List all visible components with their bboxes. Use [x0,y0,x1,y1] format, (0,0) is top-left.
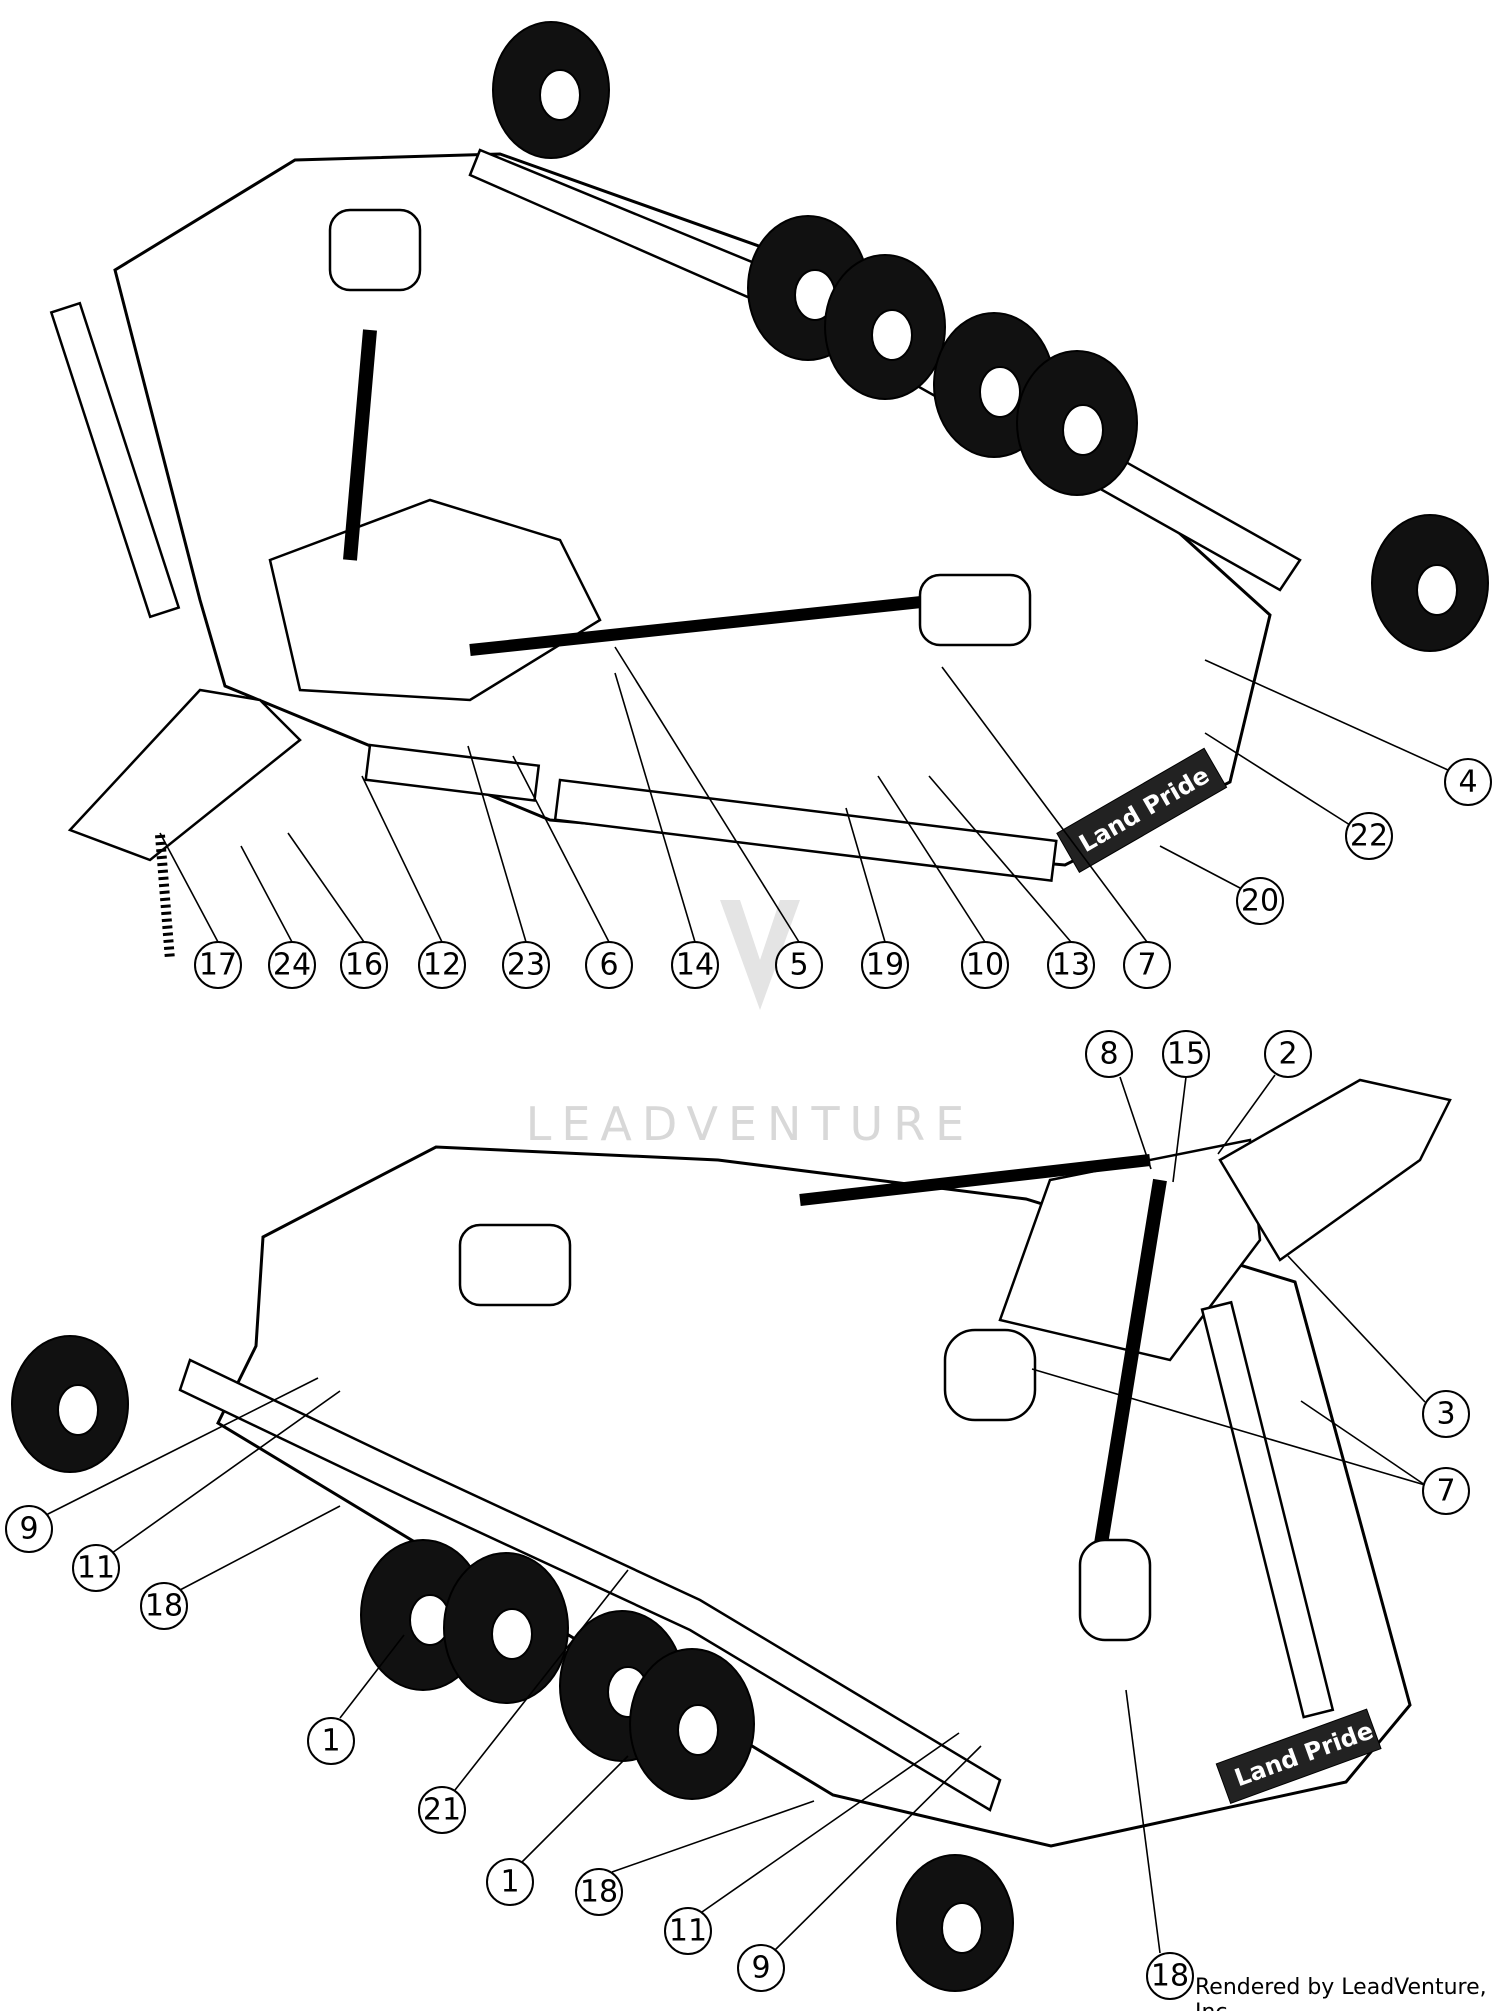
svg-text:24: 24 [273,948,311,983]
svg-text:12: 12 [423,948,461,983]
callout-20: 20 [1236,877,1284,925]
callout-11: 11 [72,1544,120,1592]
top-wheels [492,21,1489,652]
callout-21: 21 [418,1786,466,1834]
svg-text:LEADVENTURE: LEADVENTURE [526,1097,975,1151]
svg-text:9: 9 [751,1951,770,1986]
svg-text:15: 15 [1167,1037,1205,1072]
callout-9: 9 [5,1505,53,1553]
top-hitch [67,688,302,862]
bottom-frame-rail [178,1358,1002,1812]
svg-text:19: 19 [866,948,904,983]
bottom-center-gearbox-housing [998,1138,1262,1362]
callout-8: 8 [1085,1030,1133,1078]
top-mower-view: Land Pride [49,21,1489,961]
svg-text:21: 21 [423,1793,461,1828]
credit-text: Rendered by LeadVenture, Inc. [1195,1975,1487,2011]
svg-text:18: 18 [580,1875,618,1910]
bottom-mower-view: Land Pride [11,1078,1452,1992]
callouts-bottom: 8 15 2 3 7 9 11 18 1 21 1 18 11 9 18 [5,1030,1470,2000]
bottom-gearbox-right [1078,1538,1152,1642]
bottom-side-skirt [1200,1300,1335,1719]
callout-17: 17 [194,941,242,989]
bottom-wheels [11,1335,1014,1992]
svg-text:20: 20 [1241,884,1279,919]
top-gearbox-left [328,208,422,292]
callout-7: 7 [1422,1467,1470,1515]
svg-text:7: 7 [1137,948,1156,983]
bottom-hitch [1218,1078,1452,1262]
svg-text:16: 16 [345,948,383,983]
svg-text:9: 9 [19,1512,38,1547]
svg-text:11: 11 [77,1551,115,1586]
top-side-skirt [49,301,181,619]
callout-12: 12 [418,941,466,989]
svg-text:1: 1 [321,1724,340,1759]
callout-18: 18 [1146,1952,1194,2000]
top-gearbox-right [918,573,1032,647]
callout-19: 19 [861,941,909,989]
callout-15: 15 [1162,1030,1210,1078]
svg-text:13: 13 [1052,948,1090,983]
callout-5: 5 [775,941,823,989]
svg-text:18: 18 [1151,1959,1189,1994]
callout-2: 2 [1264,1030,1312,1078]
callout-10: 10 [961,941,1009,989]
svg-text:2: 2 [1278,1037,1297,1072]
svg-text:22: 22 [1350,819,1388,854]
svg-text:23: 23 [507,948,545,983]
callout-4: 4 [1444,758,1492,806]
leader-lines [45,646,1449,1954]
svg-text:6: 6 [599,948,618,983]
svg-text:18: 18 [145,1589,183,1624]
callout-22: 22 [1345,812,1393,860]
svg-text:7: 7 [1436,1474,1455,1509]
top-safety-chain [155,834,175,961]
callout-6: 6 [585,941,633,989]
callout-18: 18 [140,1582,188,1630]
svg-text:5: 5 [789,948,808,983]
callout-1: 1 [307,1717,355,1765]
callout-1: 1 [486,1858,534,1906]
bottom-gearbox-left [458,1223,572,1307]
callouts-top: 17 24 16 12 23 6 14 5 19 10 13 7 20 22 4 [194,758,1492,989]
callout-23: 23 [502,941,550,989]
svg-text:10: 10 [966,948,1004,983]
callout-11: 11 [664,1907,712,1955]
callout-24: 24 [268,941,316,989]
svg-text:8: 8 [1099,1037,1118,1072]
callout-13: 13 [1047,941,1095,989]
callout-3: 3 [1422,1390,1470,1438]
svg-text:17: 17 [199,948,237,983]
callout-18: 18 [575,1868,623,1916]
svg-text:4: 4 [1458,765,1477,800]
top-rear-deflector [553,778,1058,883]
callout-9: 9 [737,1944,785,1992]
callout-16: 16 [340,941,388,989]
bottom-gearbox-center [943,1328,1037,1422]
callout-7: 7 [1123,941,1171,989]
svg-text:1: 1 [500,1865,519,1900]
watermark: LEADVENTURE [526,900,975,1151]
svg-text:14: 14 [676,948,714,983]
svg-text:3: 3 [1436,1397,1455,1432]
callout-14: 14 [671,941,719,989]
svg-text:11: 11 [669,1914,707,1949]
